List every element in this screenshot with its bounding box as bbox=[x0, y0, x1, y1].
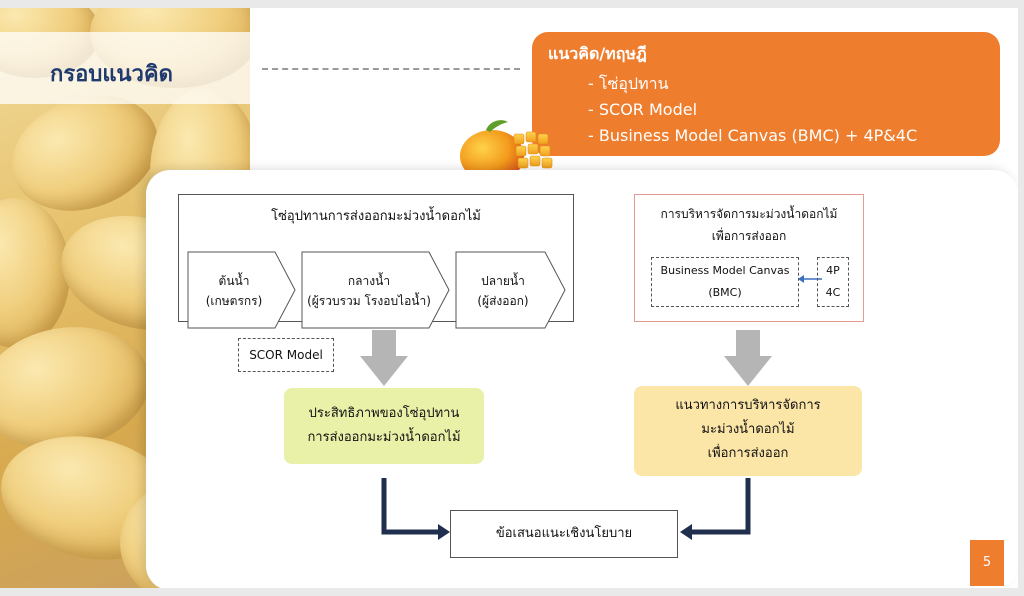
four-c-label: 4C bbox=[825, 286, 841, 299]
stage-downstream: ปลายน้ำ (ผู้ส่งออก) bbox=[455, 251, 567, 329]
stage-downstream-name: ปลายน้ำ bbox=[481, 274, 525, 288]
efficiency-box: ประสิทธิภาพของโซ่อุปทาน การส่งออกมะม่วงน… bbox=[284, 388, 484, 464]
theory-title: แนวคิด/ทฤษฎี bbox=[548, 44, 647, 63]
down-arrow-right-icon bbox=[724, 330, 772, 386]
four-p-four-c-box: 4P 4C bbox=[817, 257, 849, 307]
bmc-box: Business Model Canvas (BMC) bbox=[651, 257, 799, 307]
mango-illustration-icon bbox=[460, 120, 556, 182]
bmc-label-line2: (BMC) bbox=[708, 286, 742, 299]
connector-left bbox=[381, 478, 438, 535]
theory-item-bmc: - Business Model Canvas (BMC) + 4P&4C bbox=[588, 126, 918, 145]
bmc-label-line1: Business Model Canvas bbox=[660, 264, 790, 277]
stage-downstream-desc: (ผู้ส่งออก) bbox=[477, 294, 529, 308]
bmc-link-arrowhead-icon bbox=[798, 275, 804, 283]
management-title-line1: การบริหารจัดการมะม่วงน้ำดอกไม้ bbox=[660, 207, 838, 221]
stage-midstream-desc: (ผู้รวบรวม โรงอบไอน้ำ) bbox=[307, 294, 431, 308]
four-p-label: 4P bbox=[826, 264, 840, 277]
title-band bbox=[0, 32, 250, 104]
theory-item-scor: - SCOR Model bbox=[588, 100, 698, 119]
efficiency-line2: การส่งออกมะม่วงน้ำดอกไม้ bbox=[307, 430, 461, 445]
supply-chain-box: โซ่อุปทานการส่งออกมะม่วงน้ำดอกไม้ ต้นน้ำ… bbox=[178, 194, 574, 329]
stage-midstream: กลางน้ำ (ผู้รวบรวม โรงอบไอน้ำ) bbox=[301, 251, 451, 329]
stage-upstream-name: ต้นน้ำ bbox=[218, 274, 250, 288]
dashed-divider bbox=[262, 68, 520, 70]
guideline-line3: เพื่อการส่งออก bbox=[707, 446, 789, 461]
stage-midstream-name: กลางน้ำ bbox=[347, 274, 391, 288]
slide-title: กรอบแนวคิด bbox=[50, 62, 173, 87]
theory-box: แนวคิด/ทฤษฎี - โซ่อุปทาน - SCOR Model - … bbox=[532, 32, 1000, 156]
page-number: 5 bbox=[970, 540, 1004, 586]
connector-lines bbox=[360, 275, 822, 540]
efficiency-line1: ประสิทธิภาพของโซ่อุปทาน bbox=[308, 406, 460, 421]
stage-upstream-desc: (เกษตรกร) bbox=[205, 294, 263, 308]
stage-upstream: ต้นน้ำ (เกษตรกร) bbox=[187, 251, 297, 329]
down-arrow-left-icon bbox=[360, 330, 408, 386]
diagram-card: โซ่อุปทานการส่งออกมะม่วงน้ำดอกไม้ ต้นน้ำ… bbox=[146, 170, 1018, 588]
guideline-line2: มะม่วงน้ำดอกไม้ bbox=[701, 422, 795, 437]
slide: กรอบแนวคิด แนวคิด/ทฤษฎี - โซ่อุปทาน - SC… bbox=[0, 8, 1018, 588]
management-title-line2: เพื่อการส่งออก bbox=[711, 229, 787, 243]
guideline-box: แนวทางการบริหารจัดการ มะม่วงน้ำดอกไม้ เพ… bbox=[634, 386, 862, 476]
arrowhead-right-icon bbox=[680, 524, 692, 540]
scor-model-box: SCOR Model bbox=[238, 338, 334, 372]
guideline-line1: แนวทางการบริหารจัดการ bbox=[675, 398, 821, 413]
theory-item-supply-chain: - โซ่อุปทาน bbox=[588, 74, 669, 93]
policy-box: ข้อเสนอแนะเชิงนโยบาย bbox=[450, 510, 678, 558]
management-box: การบริหารจัดการมะม่วงน้ำดอกไม้ เพื่อการส… bbox=[634, 194, 864, 322]
connector-right bbox=[692, 478, 751, 535]
supply-chain-title: โซ่อุปทานการส่งออกมะม่วงน้ำดอกไม้ bbox=[271, 209, 481, 224]
arrowhead-left-icon bbox=[438, 524, 450, 540]
